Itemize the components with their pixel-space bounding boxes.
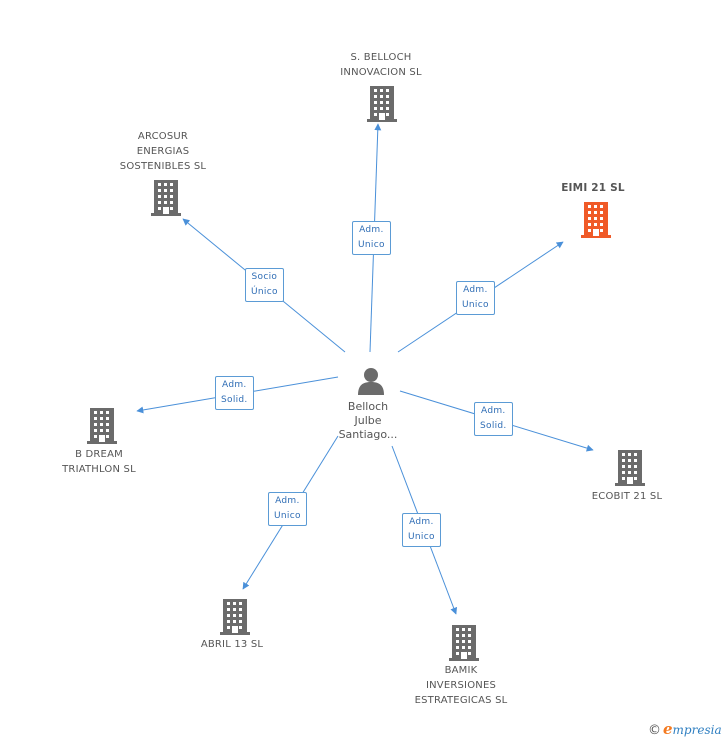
- company-name-s-belloch[interactable]: S. BELLOCH INNOVACION SL: [340, 52, 422, 78]
- relation-label-bdream: Adm. Solid.: [215, 376, 254, 410]
- company-name-bdream[interactable]: B DREAM TRIATHLON SL: [62, 449, 136, 475]
- person-icon[interactable]: [356, 366, 386, 400]
- company-name-abril[interactable]: ABRIL 13 SL: [200, 639, 264, 650]
- company-name-bamik[interactable]: BAMIK INVERSIONES ESTRATEGICAS SL: [414, 665, 508, 706]
- building-icon[interactable]: [150, 180, 182, 220]
- relation-label-s-belloch: Adm. Unico: [352, 221, 391, 255]
- copyright-symbol: ©: [648, 723, 661, 738]
- company-name-ecobit[interactable]: ECOBIT 21 SL: [591, 491, 663, 502]
- building-icon[interactable]: [448, 625, 480, 665]
- building-icon[interactable]: [614, 450, 646, 490]
- building-icon[interactable]: [219, 599, 251, 639]
- building-icon[interactable]: [580, 202, 612, 242]
- company-name-eimi[interactable]: EIMI 21 SL: [561, 182, 625, 194]
- relation-label-bamik: Adm. Unico: [402, 513, 441, 547]
- building-icon[interactable]: [86, 408, 118, 448]
- relation-label-arcosur: Socio Único: [245, 268, 284, 302]
- empresia-logo-e: e: [663, 720, 673, 738]
- building-icon[interactable]: [366, 86, 398, 126]
- person-name[interactable]: Belloch Julbe Santiago...: [338, 400, 398, 441]
- empresia-logo-text: mpresia: [672, 723, 722, 737]
- relation-label-eimi: Adm. Unico: [456, 281, 495, 315]
- company-name-arcosur[interactable]: ARCOSUR ENERGIAS SOSTENIBLES SL: [119, 131, 207, 172]
- copyright: ©empresia: [648, 720, 722, 738]
- relation-label-ecobit: Adm. Solid.: [474, 402, 513, 436]
- relation-label-abril: Adm. Unico: [268, 492, 307, 526]
